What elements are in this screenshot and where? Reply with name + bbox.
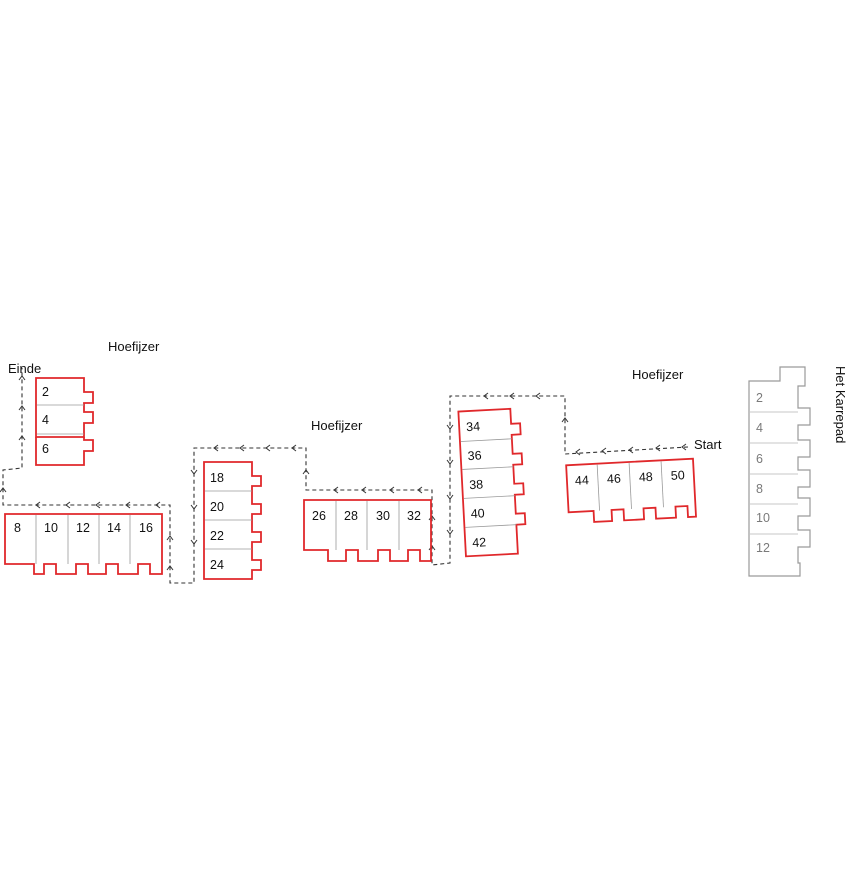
house-number: 36 [467,448,482,463]
house-number: 48 [639,470,654,485]
house-number: 12 [76,521,90,535]
house-number: 30 [376,509,390,523]
house-number: 28 [344,509,358,523]
end-label: Einde [8,361,41,376]
house-number: 42 [472,535,487,550]
block-het-karrepad-2-12: 2 4 6 8 10 12 [748,366,811,577]
street-label-het-karrepad: Het Karrepad [833,366,848,443]
house-number: 32 [407,509,421,523]
house-number: 14 [107,521,121,535]
house-number: 50 [670,468,685,483]
house-number: 34 [466,419,481,434]
house-number: 4 [42,413,49,427]
house-number: 22 [210,529,224,543]
house-number: 2 [756,391,763,405]
block-8-16: 8 10 12 14 16 [4,513,163,575]
house-number: 12 [756,541,770,555]
street-label-hoefijzer-middle: Hoefijzer [311,418,363,433]
block-44-50: 44 46 48 50 [565,457,697,523]
house-number: 16 [139,521,153,535]
house-number: 10 [756,511,770,525]
house-number: 8 [14,521,21,535]
house-number: 40 [470,506,485,521]
street-label-hoefijzer-right: Hoefijzer [632,367,684,382]
house-number: 46 [607,471,622,486]
walking-route [2,368,689,584]
house-number: 8 [756,482,763,496]
house-number: 4 [756,421,763,435]
house-number: 10 [44,521,58,535]
block-26-32: 26 28 30 32 [303,499,432,562]
house-number: 44 [575,473,590,488]
block-18-24: 18 20 22 24 [203,461,262,580]
block-34-42: 34 36 38 40 42 [457,407,527,558]
house-number: 20 [210,500,224,514]
house-number: 6 [756,452,763,466]
street-label-hoefijzer-top-left: Hoefijzer [108,339,160,354]
house-number: 2 [42,385,49,399]
house-number: 38 [469,477,484,492]
house-number: 18 [210,471,224,485]
house-number: 26 [312,509,326,523]
start-label: Start [694,437,722,452]
house-number: 24 [210,558,224,572]
route-arrows [0,375,687,571]
house-number: 6 [42,442,49,456]
block-2-6: 2 4 6 [35,377,94,456]
